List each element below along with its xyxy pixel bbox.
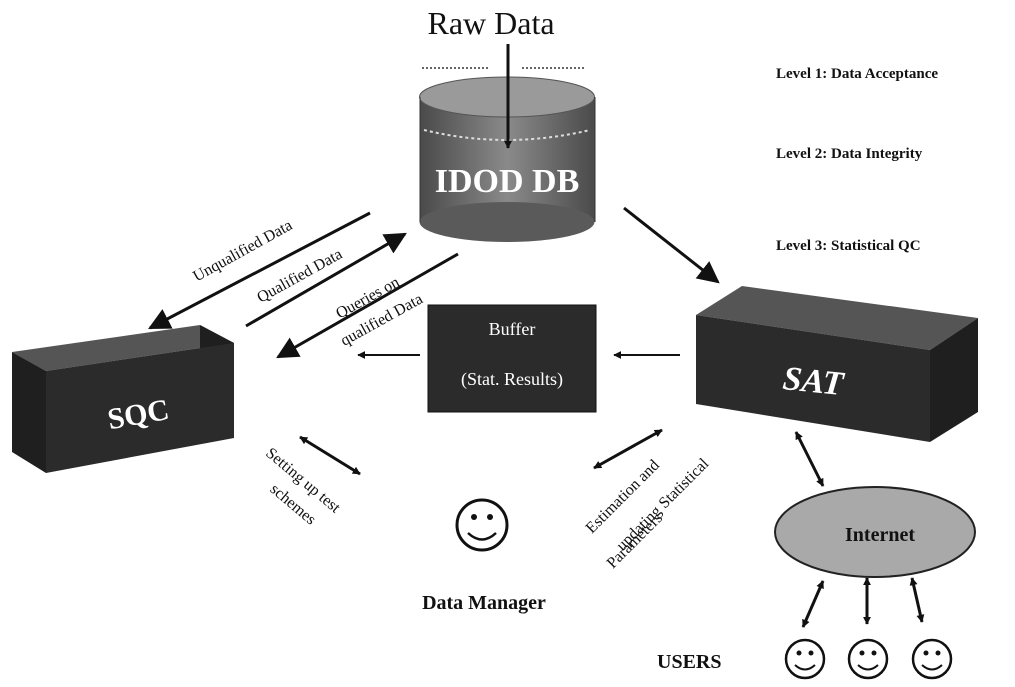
estimation-double-arrow: [593, 428, 663, 470]
sat-internet-double-arrow: [794, 431, 825, 487]
sat-box: SAT: [696, 286, 978, 442]
unqualified-data-label: Unqualified Data: [190, 217, 295, 286]
data-manager-label: Data Manager: [422, 592, 546, 614]
internet-cloud: Internet: [774, 486, 976, 578]
user-3-smiley-icon: [911, 638, 953, 680]
users-label: USERS: [657, 651, 721, 673]
sqc-box: SQC: [12, 325, 234, 473]
level-1-label: Level 1: Data Acceptance: [776, 66, 938, 82]
level-3-label: Level 3: Statistical QC: [776, 238, 921, 254]
unqualified-data-arrow: [148, 211, 371, 330]
sat-label: SAT: [781, 360, 846, 403]
level-2-label: Level 2: Data Integrity: [776, 146, 923, 162]
db-to-sat-arrow: [623, 206, 720, 284]
diagram-title: Raw Data: [427, 5, 554, 41]
idod-db-cylinder: IDOD DB: [419, 76, 596, 242]
db-label: IDOD DB: [435, 163, 580, 200]
user-3-double-arrow: [909, 577, 925, 623]
queries-arrow: [276, 252, 459, 359]
buffer-box: Buffer (Stat. Results): [427, 304, 597, 413]
setup-double-arrow: [299, 435, 361, 476]
internet-label: Internet: [845, 524, 915, 546]
estimation-label-line3: Parameters: [604, 510, 666, 572]
buffer-label: Buffer: [489, 319, 536, 339]
user-1-smiley-icon: [784, 638, 826, 680]
data-manager-smiley-icon: [455, 498, 509, 552]
user-2-smiley-icon: [847, 638, 889, 680]
qualified-data-arrow: [245, 232, 407, 328]
user-1-double-arrow: [801, 580, 825, 628]
buffer-sublabel: (Stat. Results): [461, 369, 563, 390]
